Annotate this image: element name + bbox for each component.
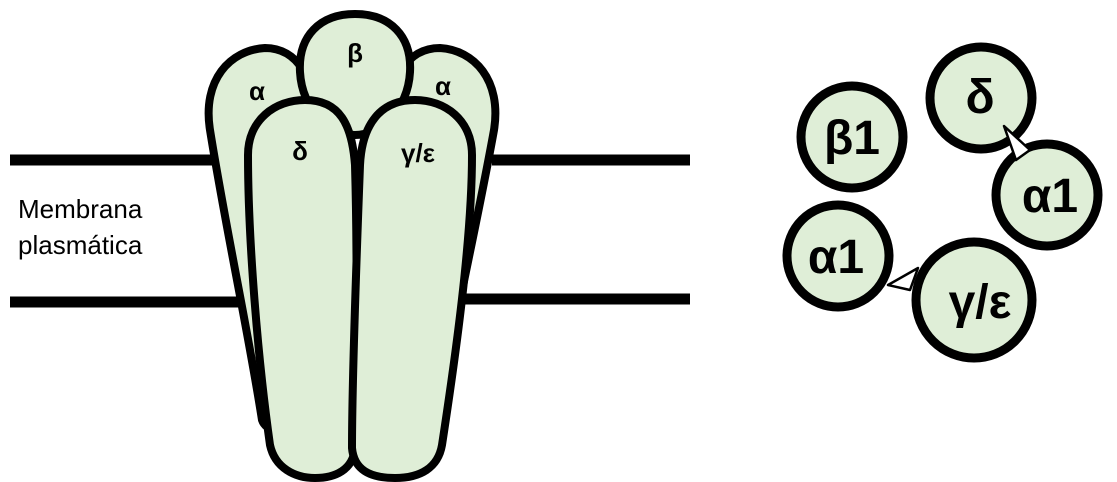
label-alpha1-left: α1 <box>808 231 864 284</box>
label-alpha-left: α <box>249 76 265 106</box>
label-delta: δ <box>292 136 308 166</box>
label-beta: β <box>347 38 363 68</box>
membrane-label-line1: Membrana <box>18 194 143 224</box>
label-alpha1-right: α1 <box>1022 170 1078 223</box>
label-alpha-right: α <box>435 71 451 101</box>
label-gamma-epsilon-top: γ/ε <box>949 276 1012 329</box>
membrane-label-line2: plasmática <box>18 230 143 260</box>
label-beta1: β1 <box>824 112 880 165</box>
label-gamma-epsilon: γ/ε <box>401 138 435 168</box>
label-delta-top: δ <box>965 71 994 124</box>
